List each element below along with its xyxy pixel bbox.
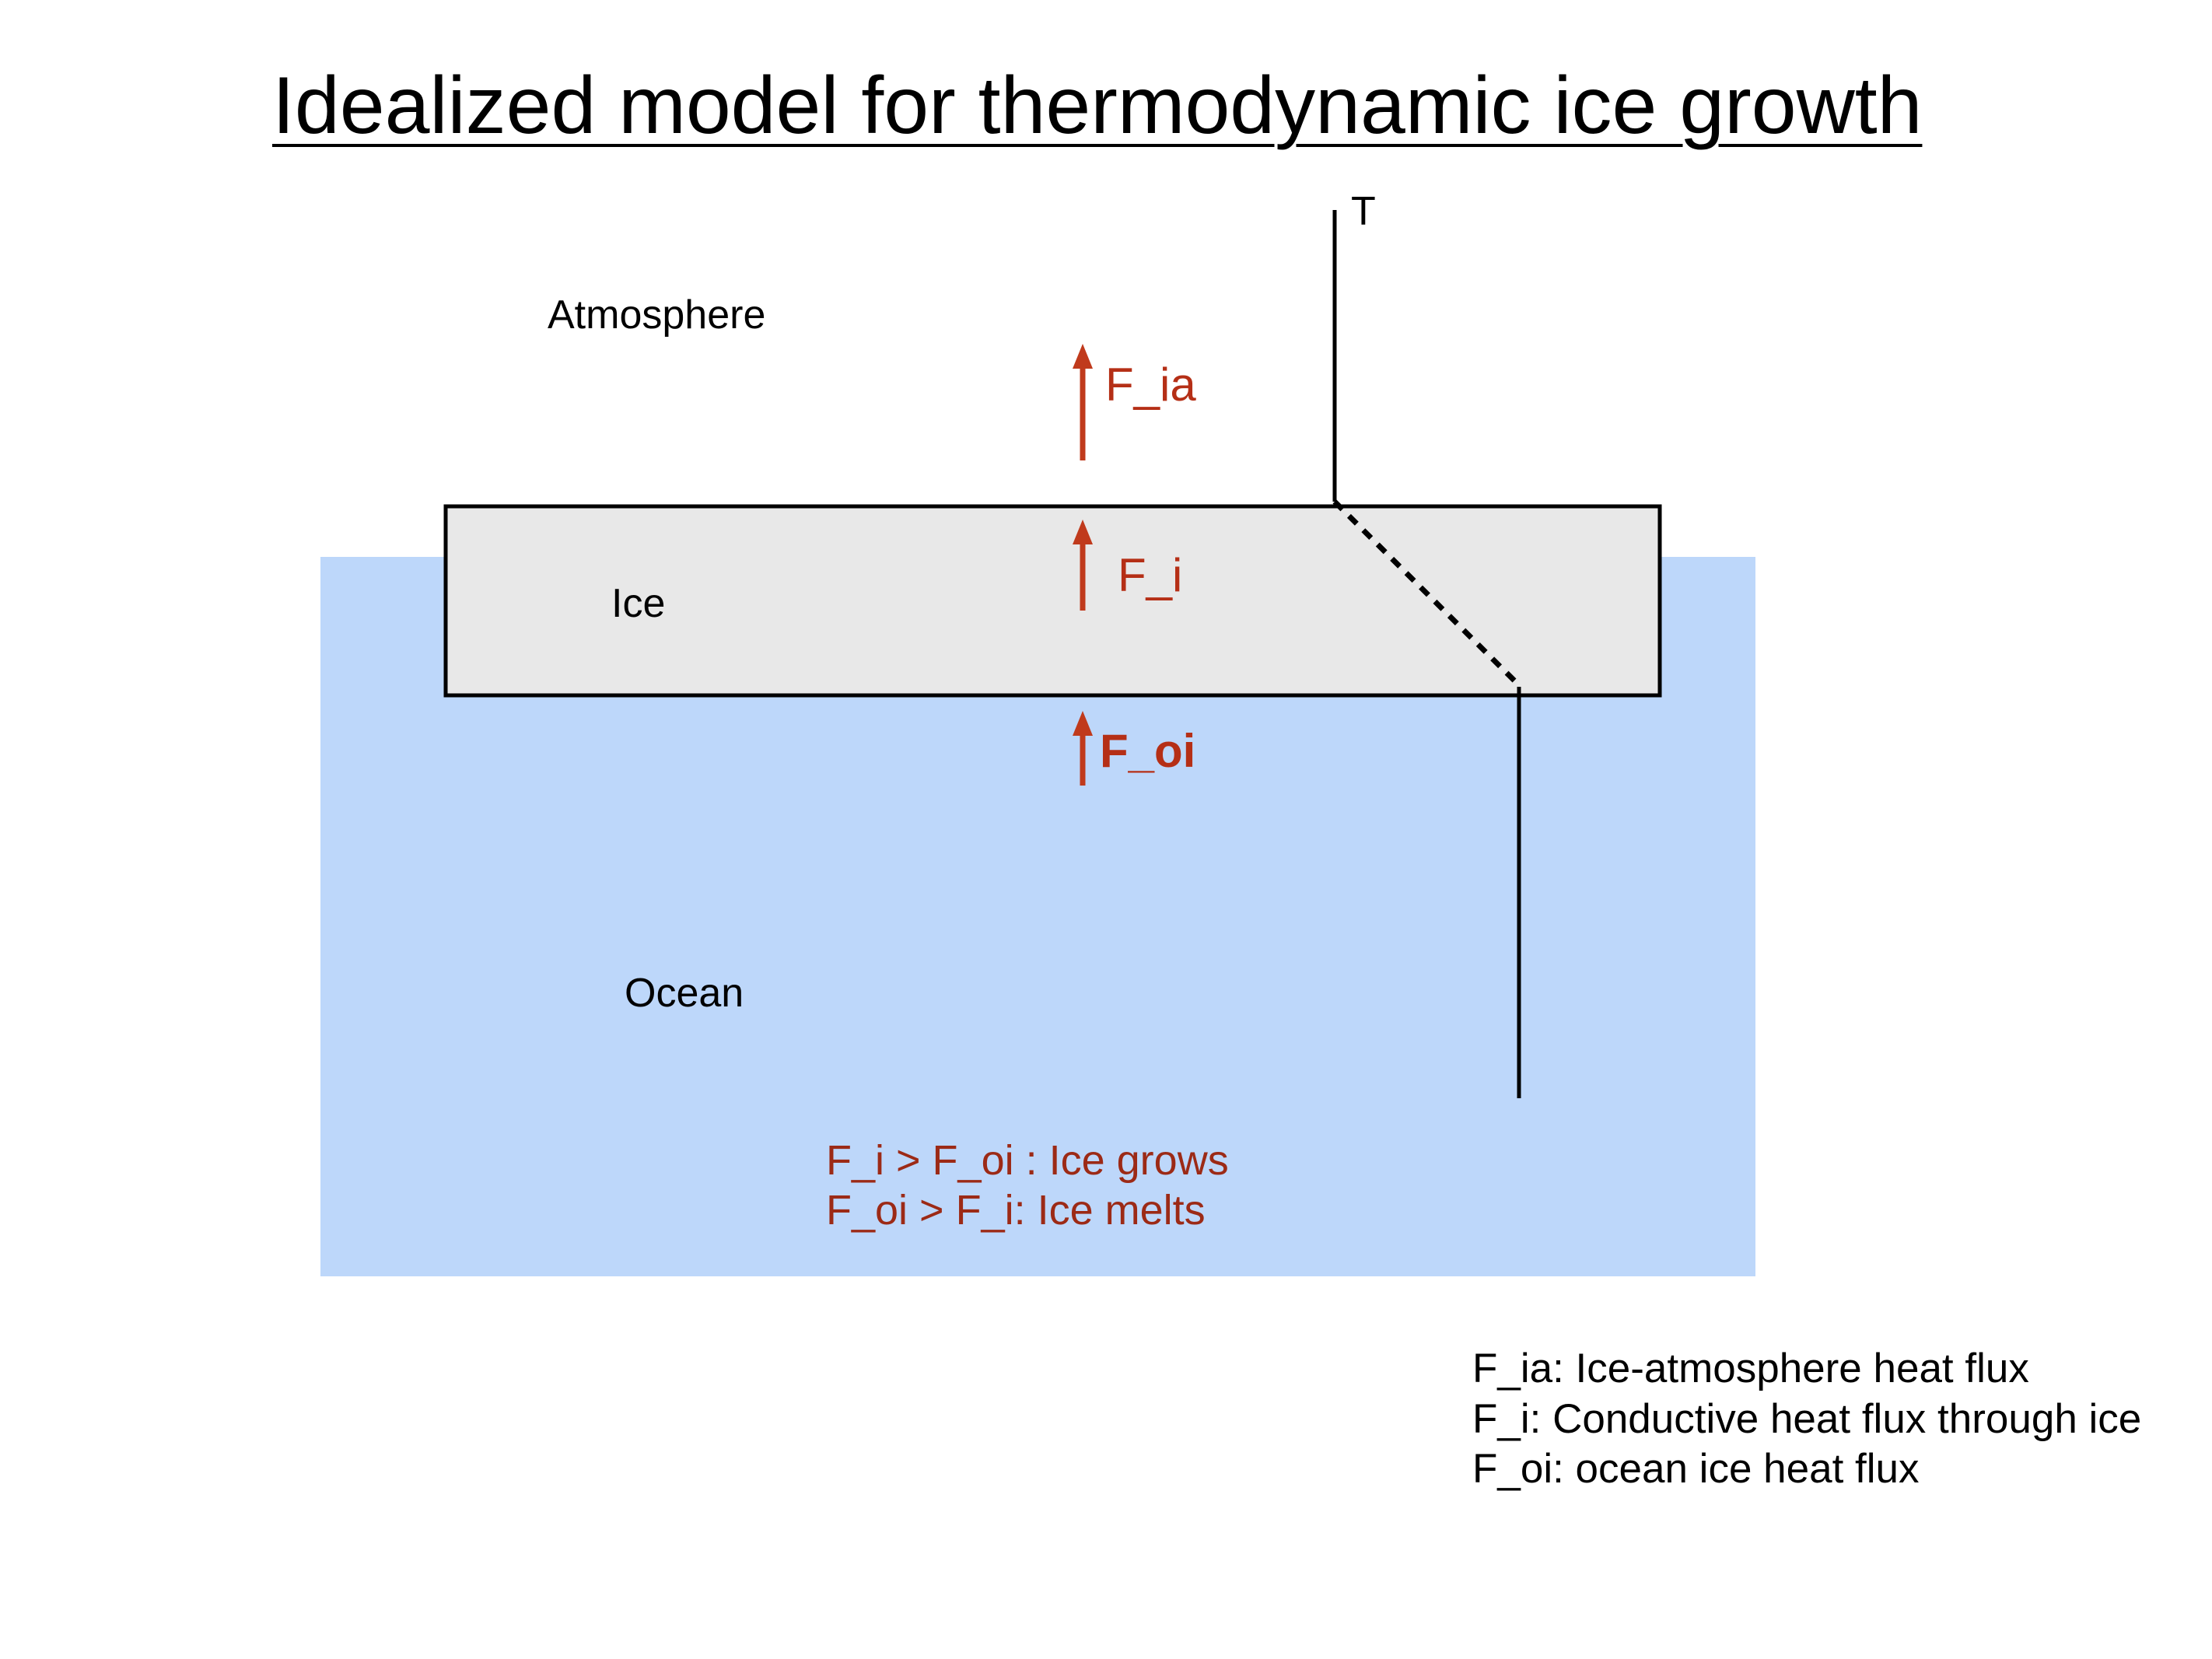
ice-slab	[443, 504, 1662, 698]
temperature-axis-label: T	[1351, 189, 1376, 234]
ocean-label: Ocean	[625, 971, 744, 1016]
legend-item-conductive: F_i: Conductive heat flux through ice	[1472, 1396, 2142, 1442]
atmosphere-label: Atmosphere	[548, 292, 766, 338]
page-title: Idealized model for thermodynamic ice gr…	[272, 61, 1923, 151]
flux-label-ocean-ice: F_oi	[1100, 725, 1196, 777]
flux-label-conductive: F_i	[1118, 549, 1183, 601]
temperature-profile-in-ice	[1332, 499, 1519, 685]
legend-item-ice-atmosphere: F_ia: Ice-atmosphere heat flux	[1472, 1346, 2029, 1391]
flux-label-ice-atmosphere: F_ia	[1105, 359, 1196, 411]
condition-ice-grows: F_i > F_oi : Ice grows	[826, 1137, 1229, 1184]
ice-label: Ice	[611, 581, 666, 626]
flux-arrow-ocean-ice-icon	[1073, 711, 1093, 786]
flux-arrow-ice-atmosphere-icon	[1073, 344, 1093, 460]
legend-item-ocean-ice: F_oi: ocean ice heat flux	[1472, 1446, 1920, 1492]
flux-arrow-conductive-icon	[1073, 520, 1093, 611]
condition-ice-melts: F_oi > F_i: Ice melts	[826, 1187, 1206, 1234]
